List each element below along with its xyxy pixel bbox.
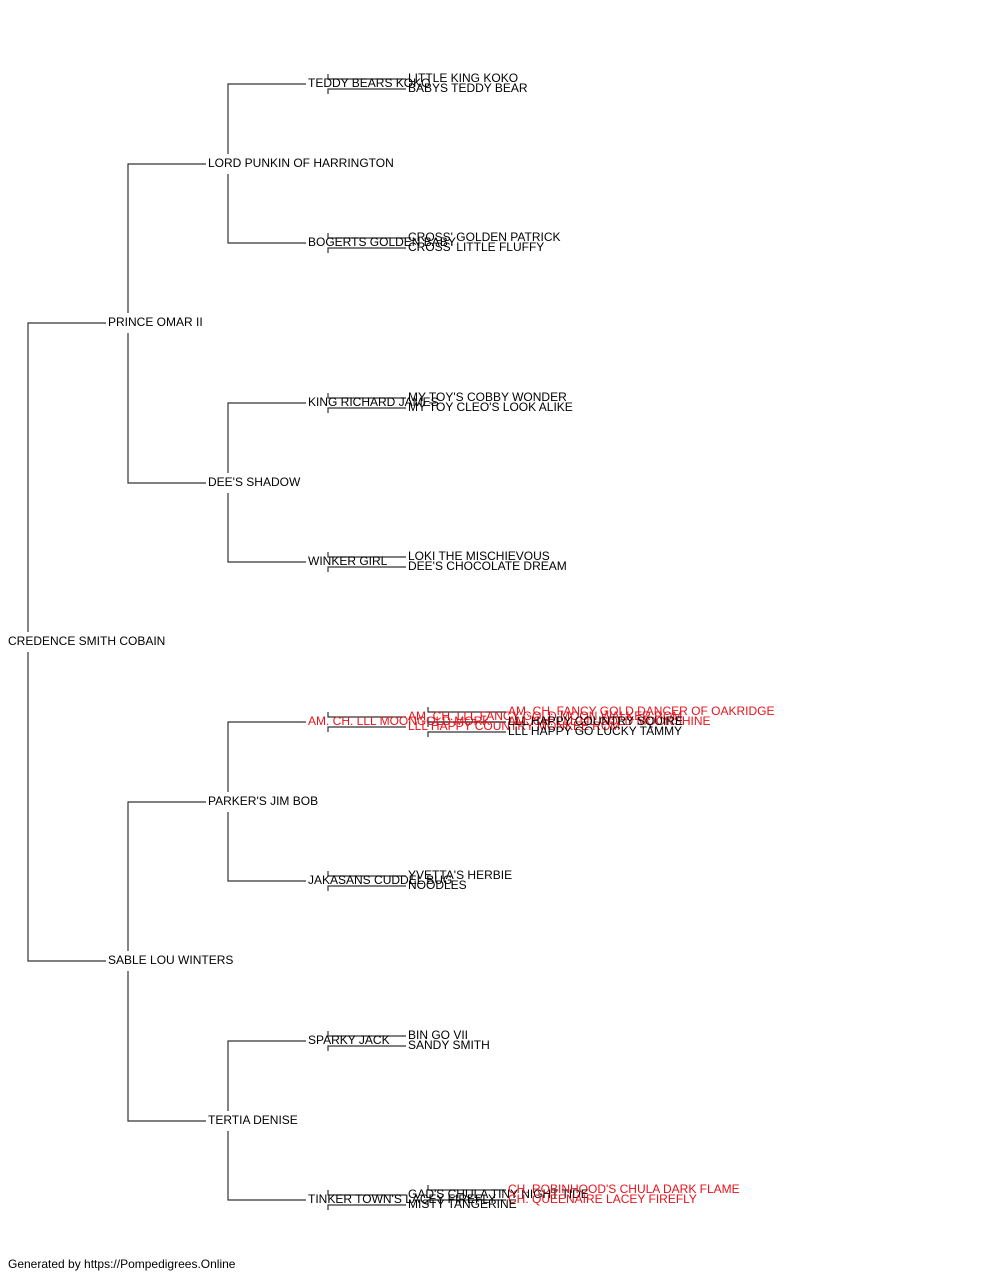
dog-name-lll-happy-country-squire: LLL HAPPY COUNTRY SQUIRE bbox=[508, 714, 683, 728]
connector-line bbox=[227, 721, 306, 792]
pedigree-nodes: CREDENCE SMITH COBAIN PRINCE OMAR II LORD … bbox=[8, 71, 774, 1211]
dog-name-tinker-town-s-lacey-firefly: TINKER TOWN'S LACEY FIREFLY bbox=[308, 1192, 496, 1206]
dog-name-cross-little-fluffy: CROSS' LITTLE FLUFFY bbox=[408, 240, 544, 254]
connector-line bbox=[27, 652, 106, 962]
connector-line bbox=[327, 1190, 406, 1196]
dog-name-lll-happy-country-monkee-rom: LLL HAPPY COUNTRY MONKEE ROM bbox=[408, 719, 620, 733]
connector-line bbox=[327, 552, 406, 558]
connector-line bbox=[327, 233, 406, 239]
dog-name-am-ch-lll-lil-gold-moonshine: AM. CH. LLL LIL GOLD MOONSHINE bbox=[508, 714, 711, 728]
dog-name-sable-lou-winters: SABLE LOU WINTERS bbox=[108, 953, 233, 967]
dog-name-my-toy-cleo-s-look-alike: MY TOY CLEO'S LOOK ALIKE bbox=[408, 400, 573, 414]
dog-name-babys-teddy-bear: BABYS TEDDY BEAR bbox=[408, 81, 528, 95]
footer-credit: Generated by https://Pompedigrees.Online bbox=[8, 1257, 236, 1271]
connector-line bbox=[327, 247, 406, 253]
connector-line bbox=[427, 707, 506, 713]
connector-line bbox=[127, 971, 206, 1122]
dog-name-prince-omar-ii: PRINCE OMAR II bbox=[108, 315, 203, 329]
dog-name-ch-queenaire-lacey-firefly: CH. QUEENAIRE LACEY FIREFLY bbox=[508, 1192, 697, 1206]
connector-line bbox=[327, 885, 406, 891]
connector-line bbox=[227, 493, 306, 563]
connector-line bbox=[427, 731, 506, 737]
dog-name-sparky-jack: SPARKY JACK bbox=[308, 1033, 390, 1047]
dog-name-lord-punkin-of-harrington: LORD PUNKIN OF HARRINGTON bbox=[208, 156, 394, 170]
connector-line bbox=[127, 333, 206, 484]
connector-line bbox=[327, 566, 406, 572]
connector-lines bbox=[27, 74, 506, 1210]
dog-name-ch-robinhood-s-chula-dark-flame: CH. ROBINHOOD'S CHULA DARK FLAME bbox=[508, 1182, 740, 1196]
dog-name-bogerts-golden-baby: BOGERTS GOLDEN BABY bbox=[308, 235, 456, 249]
dog-name-am-ch-fancy-gold-dancer-of-oakridge: AM. CH. FANCY GOLD DANCER OF OAKRIDGE bbox=[508, 704, 774, 718]
connector-line bbox=[227, 402, 306, 473]
dog-name-am-ch-lll-fancy-gold-moon-walker-rom: AM. CH. LLL FANCY GOLD MOON WALKER ROM bbox=[408, 709, 682, 723]
dog-name-king-richard-james: KING RICHARD JAMES bbox=[308, 395, 439, 409]
dog-name-gad-s-chula-tiny-night-tide: GAD'S CHULA TINY NIGHT TIDE bbox=[408, 1187, 589, 1201]
dog-name-credence-smith-cobain: CREDENCE SMITH COBAIN bbox=[8, 634, 165, 648]
connector-line bbox=[227, 1131, 306, 1201]
connector-line bbox=[27, 322, 106, 632]
dog-name-my-toy-s-cobby-wonder: MY TOY'S COBBY WONDER bbox=[408, 390, 567, 404]
dog-name-dee-s-shadow: DEE'S SHADOW bbox=[208, 475, 301, 489]
connector-line bbox=[327, 726, 406, 732]
connector-line bbox=[327, 1204, 406, 1210]
dog-name-loki-the-mischievous: LOKI THE MISCHIEVOUS bbox=[408, 549, 550, 563]
connector-line bbox=[327, 74, 406, 80]
dog-name-winker-girl: WINKER GIRL bbox=[308, 554, 388, 568]
dog-name-yvetta-s-herbie: YVETTA'S HERBIE bbox=[408, 868, 512, 882]
dog-name-dee-s-chocolate-dream: DEE'S CHOCOLATE DREAM bbox=[408, 559, 567, 573]
dog-name-teddy-bears-koko: TEDDY BEARS KOKO bbox=[308, 76, 430, 90]
dog-name-am-ch-lll-moongold-mork: AM. CH. LLL MOONGOLD MORK bbox=[308, 714, 490, 728]
connector-line bbox=[227, 83, 306, 154]
dog-name-noodles: NOODLES bbox=[408, 878, 467, 892]
dog-name-tertia-denise: TERTIA DENISE bbox=[208, 1113, 298, 1127]
connector-line bbox=[327, 1031, 406, 1037]
connector-line bbox=[427, 717, 506, 723]
connector-line bbox=[227, 812, 306, 882]
connector-line bbox=[427, 1185, 506, 1191]
connector-line bbox=[327, 712, 406, 718]
connector-line bbox=[327, 88, 406, 94]
connector-line bbox=[327, 393, 406, 399]
dog-name-cross-golden-patrick: CROSS' GOLDEN PATRICK bbox=[408, 230, 561, 244]
connector-line bbox=[227, 1040, 306, 1111]
connector-line bbox=[127, 801, 206, 951]
dog-name-parker-s-jim-bob: PARKER'S JIM BOB bbox=[208, 794, 318, 808]
dog-name-misty-tangerine: MISTY TANGERINE bbox=[408, 1197, 517, 1211]
dog-name-little-king-koko: LITTLE KING KOKO bbox=[408, 71, 518, 85]
connector-line bbox=[427, 1199, 506, 1205]
connector-line bbox=[327, 871, 406, 877]
dog-name-lll-happy-go-lucky-tammy: LLL HAPPY GO LUCKY TAMMY bbox=[508, 724, 682, 738]
connector-line bbox=[327, 1045, 406, 1051]
connector-line bbox=[127, 163, 206, 313]
dog-name-jakasans-cuddel-bug: JAKASANS CUDDEL BUG bbox=[308, 873, 452, 887]
dog-name-sandy-smith: SANDY SMITH bbox=[408, 1038, 490, 1052]
connector-line bbox=[327, 407, 406, 413]
connector-line bbox=[227, 174, 306, 244]
dog-name-bin-go-vii: BIN GO VII bbox=[408, 1028, 468, 1042]
